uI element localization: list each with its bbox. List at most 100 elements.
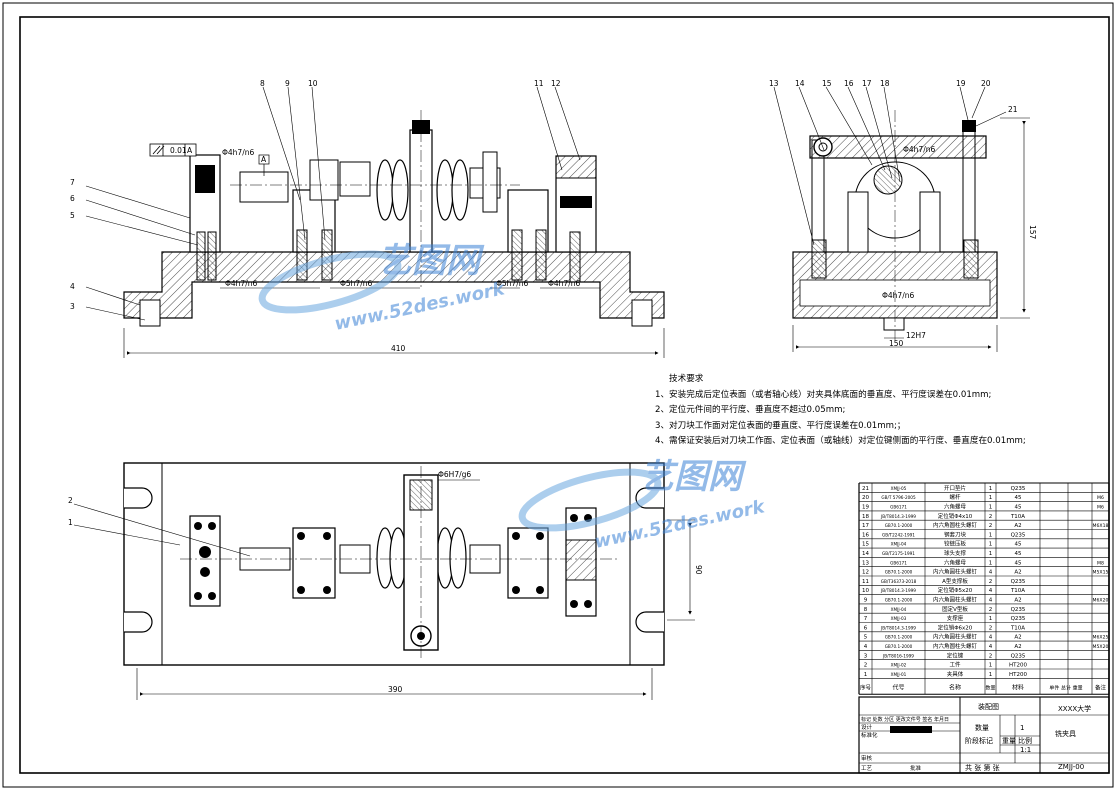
bom-row-qty: 2 xyxy=(989,625,993,631)
approve-label: 批准 xyxy=(910,764,922,772)
dim-top-width: 390 xyxy=(388,685,403,694)
bom-row-name: 内六角圆柱头螺钉 xyxy=(933,633,978,641)
drawing-number: ZMJJ-00 xyxy=(1058,763,1084,771)
bom-row-no: 13 xyxy=(862,560,869,566)
balloon-15: 15 xyxy=(822,79,832,88)
tech-item-2: 2、定位元件间的平行度、垂直度不超过0.05mm; xyxy=(655,405,846,415)
bom-row-code: GB/T36373-2018 xyxy=(881,579,917,584)
bom-row-note: M8 xyxy=(1097,560,1104,566)
bom-row-no: 8 xyxy=(864,607,868,613)
bom-row-name: 六角螺母 xyxy=(944,503,967,511)
bom-row-no: 15 xyxy=(862,542,869,548)
bom-row-name: 内六角圆柱头螺钉 xyxy=(933,642,978,650)
bom-row-qty: 1 xyxy=(989,532,993,538)
balloon-21: 21 xyxy=(1008,105,1018,114)
fit-dim-top-left: Φ4h7/n6 xyxy=(222,148,254,157)
bom-row-no: 2 xyxy=(864,663,868,669)
dim-side-height: 157 xyxy=(1028,225,1037,240)
bom-row-material: HT200 xyxy=(1009,663,1027,669)
bom-row-name: A型支撑板 xyxy=(942,577,968,585)
bom-row-code: GB/T 5796-2005 xyxy=(881,495,916,500)
bom-row-no: 14 xyxy=(862,551,869,557)
balloon-8: 8 xyxy=(260,79,265,88)
bom-row-qty: 2 xyxy=(989,514,993,520)
balloon-20: 20 xyxy=(981,79,991,88)
plan-view-labels: 390 90 Φ6H7/g6 2 1 xyxy=(68,470,703,694)
bom-row-no: 9 xyxy=(864,598,868,604)
bom-row-qty: 4 xyxy=(989,598,993,604)
bom-row-code: GB/T2175-1991 xyxy=(882,551,915,556)
bom-header-no: 序号 xyxy=(860,683,872,691)
bom-row-material: 45 xyxy=(1015,505,1022,511)
bom-row-qty: 1 xyxy=(989,486,993,492)
bom-row-no: 5 xyxy=(864,635,868,641)
dim-front-width: 410 xyxy=(391,344,406,353)
standard-label: 标准化 xyxy=(861,731,878,739)
tech-item-3: 3、对刀块工作面对定位表面的垂直度、平行度误差在0.01mm;； xyxy=(655,420,906,431)
bom-row-name: 夹具体 xyxy=(947,670,964,678)
balloon-19: 19 xyxy=(956,79,966,88)
bom-row-code: JB/T8016-1999 xyxy=(882,653,914,658)
bom-row-no: 19 xyxy=(862,505,869,511)
bom-row-qty: 2 xyxy=(989,523,993,529)
bom-header-weight: 单件 总计 重量 xyxy=(1049,684,1082,691)
balloon-10: 10 xyxy=(308,79,318,88)
bom-row-no: 6 xyxy=(864,625,868,631)
bom-row-name: 工件 xyxy=(949,661,961,669)
bom-row-name: 螺杆 xyxy=(949,493,961,501)
fit-dim-bottom-right: Φ4h7/n6 xyxy=(548,279,580,288)
bom-row-no: 21 xyxy=(862,486,869,492)
plan-view xyxy=(73,462,695,700)
tolerance-datum: A xyxy=(187,146,193,155)
bom-header-code: 代号 xyxy=(892,683,904,691)
bom-row-qty: 4 xyxy=(989,588,993,594)
bom-row-note: M5X15 xyxy=(1093,570,1109,576)
bom-header-name: 名称 xyxy=(949,683,961,691)
bom-row-material: A2 xyxy=(1014,598,1021,604)
bom-row-code: JB/T8014.3-1999 xyxy=(880,588,916,593)
bom-row-qty: 1 xyxy=(989,551,993,557)
qty-label: 数量 xyxy=(975,723,989,732)
bom-row-name: 六角螺母 xyxy=(944,558,967,566)
sheet-label: 共 张 第 张 xyxy=(965,763,1000,772)
bom-row-qty: 4 xyxy=(989,570,993,576)
fit-dim-center-right: Φ5h7/n6 xyxy=(496,279,528,288)
bom-row-no: 17 xyxy=(862,523,869,529)
bom-row-material: A2 xyxy=(1014,570,1021,576)
bom-row-material: Q235 xyxy=(1011,616,1026,622)
bom-row-no: 7 xyxy=(864,616,868,622)
watermark-brand-front: 艺图网 xyxy=(378,241,485,281)
bom-row-qty: 4 xyxy=(989,635,993,641)
bom-row-note: M6 xyxy=(1097,495,1104,501)
balloon-12: 12 xyxy=(551,79,561,88)
school-name: XXXX大学 xyxy=(1058,704,1091,713)
balloon-1: 1 xyxy=(68,518,73,527)
balloon-5: 5 xyxy=(70,211,75,220)
bom-row-qty: 1 xyxy=(989,495,993,501)
balloon-3: 3 xyxy=(70,302,75,311)
bom-row-name: 球头支撑 xyxy=(944,549,967,557)
process-label: 工艺 xyxy=(861,765,873,772)
bom-row-no: 1 xyxy=(864,672,868,678)
bom-row-code: XMJJ-01 xyxy=(891,672,907,677)
fit-dim-side-bottom: Φ4h7/n6 xyxy=(882,291,914,300)
bom-row-material: Q235 xyxy=(1011,653,1026,659)
bom-row-code: GB6171 xyxy=(890,505,907,510)
bom-row-qty: 1 xyxy=(989,663,993,669)
balloon-2: 2 xyxy=(68,496,73,505)
bom-row-no: 4 xyxy=(864,644,868,650)
bom-row-note: M5X20 xyxy=(1093,644,1109,650)
bom-header-material: 材料 xyxy=(1012,683,1024,691)
bom-row-no: 10 xyxy=(862,588,869,594)
qty-value: 1 xyxy=(1020,724,1024,732)
product-name: 铣夹具 xyxy=(1055,729,1076,738)
technical-requirements: 技术要求 1、安装完成后定位表面（或者轴心线）对夹具体底面的垂直度、平行度误差在… xyxy=(655,372,1026,450)
bom-row-material: T10A xyxy=(1010,625,1025,631)
bom-row-qty: 4 xyxy=(989,644,993,650)
bom-row-qty: 2 xyxy=(989,607,993,613)
bom-row-note: M6 xyxy=(1097,505,1104,511)
bom-row-name: 钢套刀块 xyxy=(944,530,967,538)
bom-row-code: GB70.1-2000 xyxy=(885,570,913,575)
balloon-6: 6 xyxy=(70,194,75,203)
bom-row-code: JB/T8014.3-1999 xyxy=(880,514,916,519)
